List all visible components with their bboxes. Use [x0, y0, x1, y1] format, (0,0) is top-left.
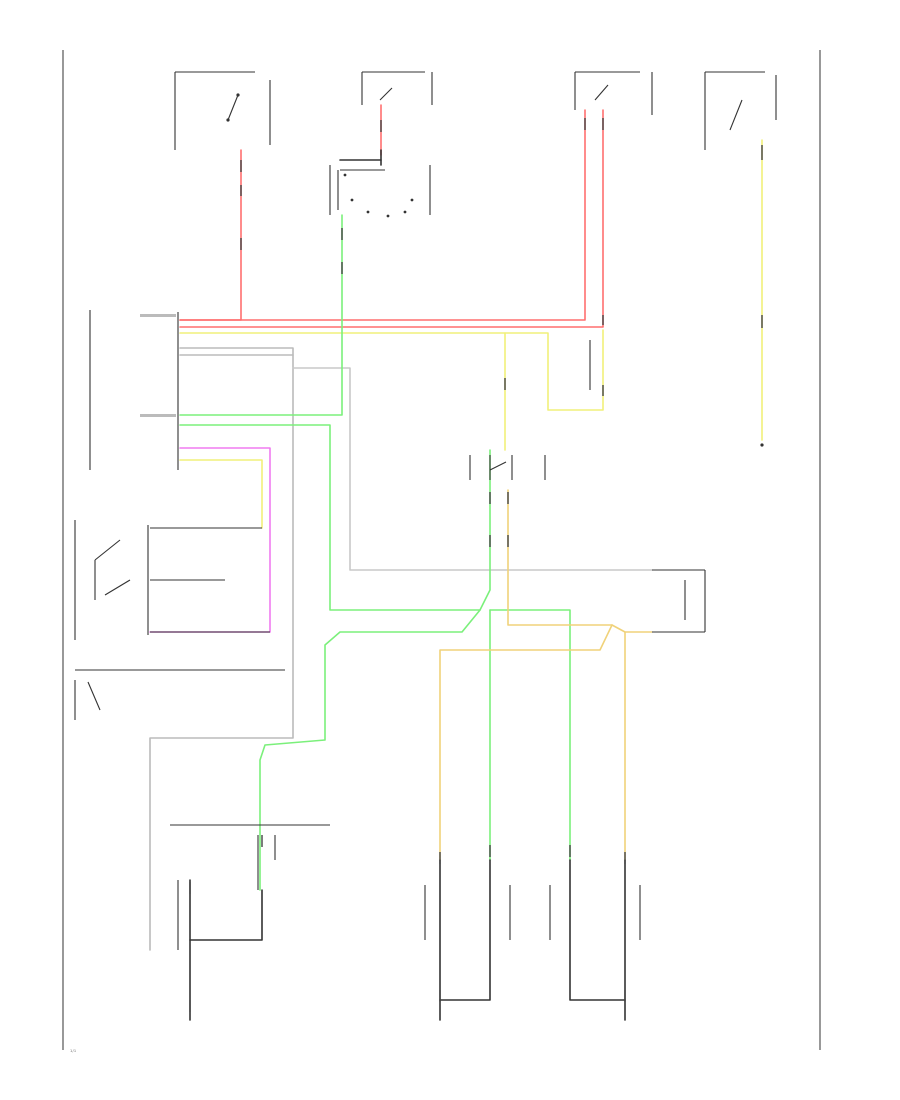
wire-green-down-left [259, 609, 481, 891]
right-side-connector [589, 340, 764, 447]
wire-red-ignition [179, 149, 242, 321]
wire-violet [149, 447, 271, 633]
dimmer-switch [74, 520, 270, 640]
center-relay [469, 455, 546, 480]
wire-yellow-lower [179, 459, 263, 529]
wire-green-main [179, 214, 343, 416]
right-module [652, 569, 706, 633]
wire-gray-a [149, 347, 294, 951]
wire-white [292, 367, 653, 571]
fuse-switch-right [574, 71, 653, 115]
wire-green-down-right [489, 609, 571, 861]
ignition-switch [174, 71, 271, 150]
lamp-front-right [549, 859, 641, 1021]
wire-red-secondary [179, 109, 604, 328]
connector-ticks [189, 118, 763, 1012]
left-control-module [89, 310, 179, 470]
page-mark: 1/1 [70, 1049, 76, 1053]
wire-tan-left [439, 624, 613, 861]
lamp-left [170, 824, 330, 1021]
lower-left-box [74, 669, 285, 720]
fuse-switch-far-right [704, 71, 777, 150]
wire-red-horizontal [179, 109, 586, 321]
wire-green-branch [179, 424, 491, 611]
fuse-block-switch [361, 71, 433, 105]
wire-yellow-main [179, 329, 604, 411]
headlamp-switch [329, 165, 431, 218]
lamp-front-left [424, 859, 511, 1021]
